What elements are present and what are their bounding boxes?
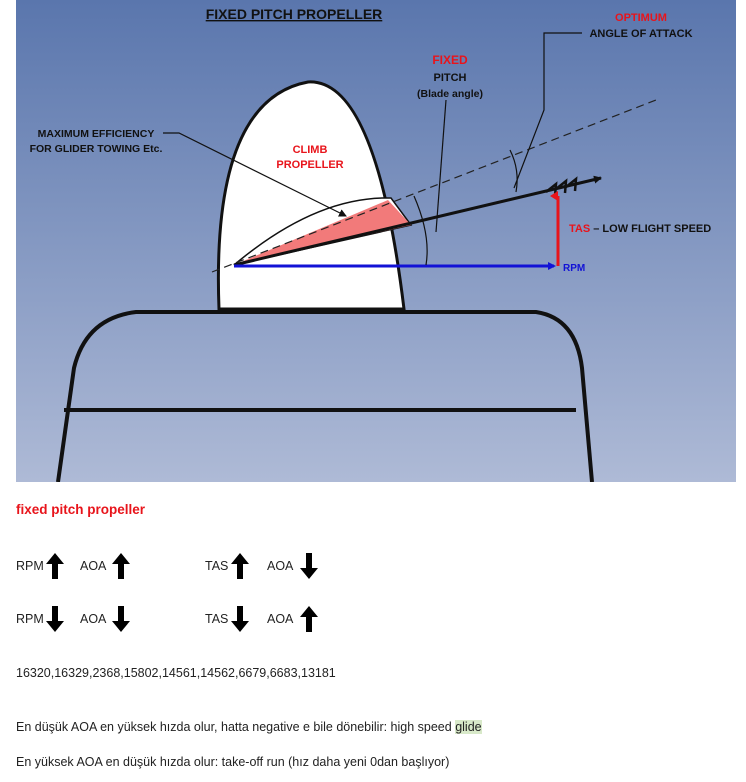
note-high-aoa: En yüksek AOA en düşük hızda olur: take-… — [16, 755, 450, 769]
tas-desc-text: – LOW FLIGHT SPEED — [590, 223, 711, 235]
optimum-leader — [513, 32, 582, 189]
aoa-label-3: AOA — [80, 612, 107, 626]
fixed-pitch-leader — [435, 99, 447, 233]
tas-text: TAS — [569, 223, 590, 235]
angle-of-attack-label: ANGLE OF ATTACK — [589, 28, 692, 40]
diagram-title: FIXED PITCH PROPELLER — [206, 6, 383, 22]
blade-angle-arc — [413, 195, 428, 266]
tas-label: TAS – LOW FLIGHT SPEED — [569, 223, 711, 235]
rpm-label-1: RPM — [16, 559, 44, 573]
aoa-wedge — [234, 200, 411, 265]
tas-label-1: TAS — [205, 559, 229, 573]
arrow-up-icon — [231, 553, 249, 579]
arrow-down-icon — [112, 606, 130, 632]
id-numbers: 16320,16329,2368,15802,14561,14562,6679,… — [16, 666, 336, 680]
arrow-up-shape — [231, 553, 249, 579]
climb-label: CLIMB — [293, 144, 328, 156]
arrow-down-shape — [46, 606, 64, 632]
section-heading: fixed pitch propeller — [16, 502, 146, 517]
blade-angle-label: (Blade angle) — [417, 88, 483, 100]
arrow-up-icon — [112, 553, 130, 579]
rpm-label: RPM — [563, 263, 585, 274]
arrow-up-icon — [300, 606, 318, 632]
max-efficiency-line1: MAXIMUM EFFICIENCY — [38, 128, 155, 140]
arrow-down-shape — [112, 606, 130, 632]
tas-label-2: TAS — [205, 612, 229, 626]
note-low-aoa-text: En düşük AOA en yüksek hızda olur, hatta… — [16, 720, 456, 734]
arrow-up-shape — [112, 553, 130, 579]
arrow-down-icon — [231, 606, 249, 632]
pitch-label: PITCH — [434, 72, 467, 84]
fixed-pitch-propeller-diagram: FIXED PITCH PROPELLER OPTIMUM ANGLE OF A… — [16, 0, 736, 482]
optimum-aoa-arc — [509, 149, 518, 193]
arrow-down-shape — [231, 606, 249, 632]
arrow-up-shape — [300, 606, 318, 632]
relative-airflow-line — [233, 175, 602, 267]
aoa-label-2: AOA — [267, 559, 294, 573]
arrow-down-icon — [46, 606, 64, 632]
engine-cowling — [56, 310, 594, 482]
rpm-label-2: RPM — [16, 612, 44, 626]
arrow-down-shape — [300, 553, 318, 579]
arrow-up-icon — [46, 553, 64, 579]
aoa-label-4: AOA — [267, 612, 294, 626]
fixed-label: FIXED — [432, 53, 468, 67]
propeller-label: PROPELLER — [276, 159, 343, 171]
optimum-label: OPTIMUM — [615, 12, 667, 24]
max-efficiency-line2: FOR GLIDER TOWING Etc. — [30, 143, 163, 155]
highlighted-word: glide — [455, 720, 482, 734]
arrow-down-icon — [300, 553, 318, 579]
max-efficiency-leader — [163, 132, 347, 217]
arrow-up-shape — [46, 553, 64, 579]
optimum-aoa-dashed-line — [211, 99, 657, 273]
note-low-aoa: En düşük AOA en yüksek hızda olur, hatta… — [16, 720, 482, 734]
aoa-label-1: AOA — [80, 559, 107, 573]
